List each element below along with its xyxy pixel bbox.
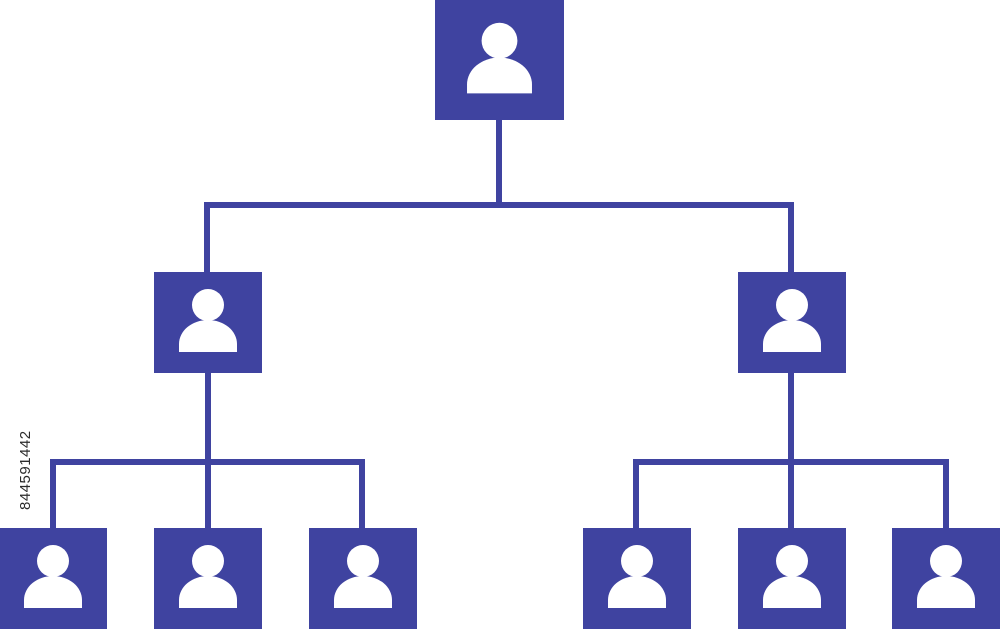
person-icon	[917, 545, 975, 608]
node-bottom-2	[154, 528, 262, 629]
node-bottom-5	[738, 528, 846, 629]
node-bottom-1	[0, 528, 107, 629]
node-mid-right	[738, 272, 846, 373]
connector-lines	[50, 117, 949, 531]
node-mid-left	[154, 272, 262, 373]
node-bottom-3	[309, 528, 417, 629]
person-icon	[763, 545, 821, 608]
node-bottom-4	[583, 528, 691, 629]
node-bottom-6	[892, 528, 1000, 629]
person-icon	[179, 289, 237, 352]
stock-id-watermark: 844591442	[17, 430, 34, 510]
person-icon	[334, 545, 392, 608]
person-icon	[467, 22, 532, 94]
person-icon	[608, 545, 666, 608]
person-icon	[24, 545, 82, 608]
person-icon	[179, 545, 237, 608]
person-icon	[763, 289, 821, 352]
node-top	[435, 0, 564, 120]
